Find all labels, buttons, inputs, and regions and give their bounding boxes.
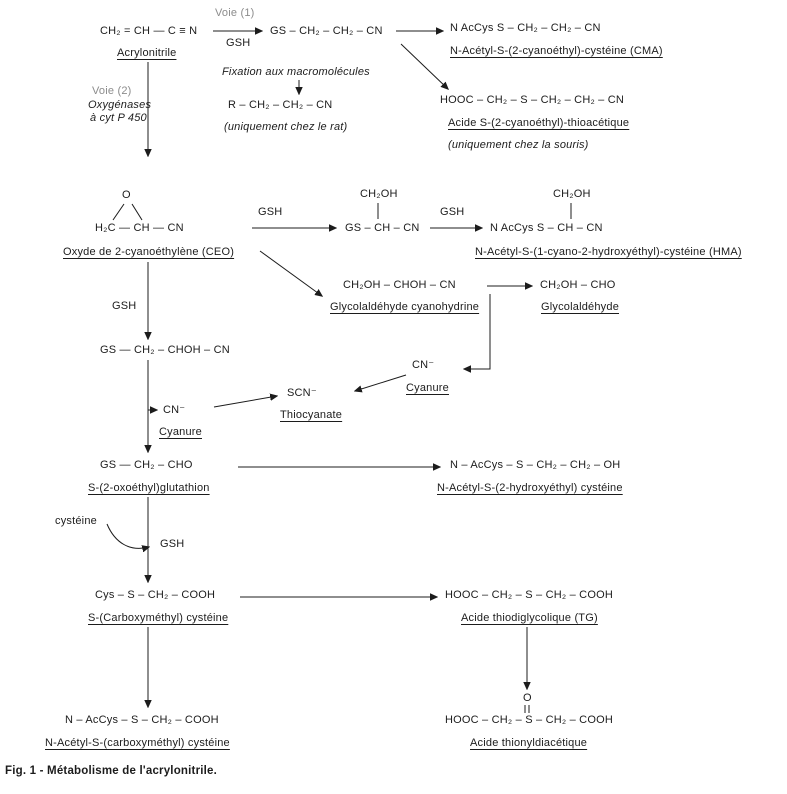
formula-cyanure-right: CN⁻	[412, 359, 435, 371]
label-voie1: Voie (1)	[215, 7, 255, 19]
formula-macromolecule-adduct: R – CH₂ – CH₂ – CN	[228, 99, 333, 111]
formula-cyanohydrine: CH₂OH – CHOH – CN	[343, 279, 456, 291]
label-cyanohydrine: Glycolaldéhyde cyanohydrine	[330, 301, 480, 313]
label-ceo: Oxyde de 2-cyanoéthylène (CEO)	[63, 246, 235, 258]
formula-thioacetique: HOOC – CH₂ – S – CH₂ – CH₂ – CN	[440, 94, 625, 106]
formula-glycolaldehyde: CH₂OH – CHO	[540, 279, 616, 291]
formula-thiocyanate: SCN⁻	[287, 387, 317, 399]
arrow-cyanure-right-to-thiocyanate	[355, 374, 407, 391]
formula-thionyldiacetique: HOOC – CH₂ – S – CH₂ – COOH	[445, 714, 613, 726]
formula-naccys-carboxymethyl: N – AcCys – S – CH₂ – COOH	[65, 714, 219, 726]
formula-gs-choh: GS — CH₂ – CHOH – CN	[100, 344, 230, 356]
label-oxygenases-line2: à cyt P 450	[90, 112, 147, 124]
label-cma: N-Acétyl-S-(2-cyanoéthyl)-cystéine (CMA)	[450, 45, 663, 57]
label-fixation-macromolecules: Fixation aux macromolécules	[222, 66, 370, 78]
label-naccys-carboxymethyl: N-Acétyl-S-(carboxyméthyl) cystéine	[45, 737, 230, 749]
thionyl-sulfoxide-oxygen: O	[523, 692, 532, 704]
label-carboxymethyl-cysteine: S-(Carboxyméthyl) cystéine	[88, 612, 229, 624]
label-gsh-5: GSH	[160, 538, 185, 550]
label-acrylonitrile: Acrylonitrile	[117, 47, 177, 59]
formula-cyanure-left: CN⁻	[163, 404, 186, 416]
note-rat: (uniquement chez le rat)	[224, 121, 348, 133]
arrow-cyanure-left-to-thiocyanate	[213, 396, 277, 408]
label-thionyldiacetique: Acide thionyldiacétique	[470, 737, 588, 749]
label-gsh-4: GSH	[112, 300, 137, 312]
label-gsh-2: GSH	[258, 206, 283, 218]
arrow-ceo-to-cyanohydrine	[259, 250, 322, 296]
hma-top-group: CH₂OH	[553, 188, 591, 200]
formula-ceo: H₂C — CH — CN	[95, 222, 184, 234]
formula-gs-hydroxy: GS – CH – CN	[345, 222, 420, 234]
label-cyanure-left: Cyanure	[159, 426, 202, 438]
label-gsh-1: GSH	[226, 37, 251, 49]
label-glycolaldehyde: Glycolaldéhyde	[541, 301, 620, 313]
label-hydroxyethyl-cysteine: N-Acétyl-S-(2-hydroxyéthyl) cystéine	[437, 482, 623, 494]
label-oxoethyl-glutathion: S-(2-oxoéthyl)glutathion	[88, 482, 210, 494]
arrow-cyanohydrine-to-cyanure	[464, 294, 491, 369]
label-gsh-3: GSH	[440, 206, 465, 218]
formula-oxoethyl-glutathion: GS — CH₂ – CHO	[100, 459, 193, 471]
ceo-epoxide-oxygen: O	[122, 189, 131, 201]
epoxide-bond-left	[112, 203, 125, 221]
formula-hma: N AcCys S – CH – CN	[490, 222, 603, 234]
gs-hydroxy-top-group: CH₂OH	[360, 188, 398, 200]
epoxide-bond-right	[131, 203, 143, 221]
label-thioacetique: Acide S-(2-cyanoéthyl)-thioacétique	[448, 117, 630, 129]
arrow-cysteine-gsh-exchange	[106, 523, 149, 548]
label-voie2: Voie (2)	[92, 85, 132, 97]
formula-cma: N AcCys S – CH₂ – CH₂ – CN	[450, 22, 601, 34]
formula-carboxymethyl-cysteine: Cys – S – CH₂ – COOH	[95, 589, 216, 601]
label-oxygenases-line1: Oxygénases	[88, 99, 152, 111]
formula-gs-cyanoethyl: GS – CH₂ – CH₂ – CN	[270, 25, 383, 37]
formula-hydroxyethyl-cysteine: N – AcCys – S – CH₂ – CH₂ – OH	[450, 459, 621, 471]
arrow-gs-to-thioacetique	[400, 43, 448, 89]
figure-caption: Fig. 1 - Métabolisme de l'acrylonitrile.	[5, 765, 218, 777]
label-tg: Acide thiodiglycolique (TG)	[461, 612, 598, 624]
formula-tg: HOOC – CH₂ – S – CH₂ – COOH	[445, 589, 613, 601]
label-thiocyanate: Thiocyanate	[280, 409, 343, 421]
label-cysteine-reagent: cystéine	[55, 515, 97, 527]
label-cyanure-right: Cyanure	[406, 382, 449, 394]
note-souris: (uniquement chez la souris)	[448, 139, 589, 151]
label-hma: N-Acétyl-S-(1-cyano-2-hydroxyéthyl)-cyst…	[475, 246, 742, 258]
formula-acrylonitrile: CH₂ = CH — C ≡ N	[100, 25, 198, 37]
